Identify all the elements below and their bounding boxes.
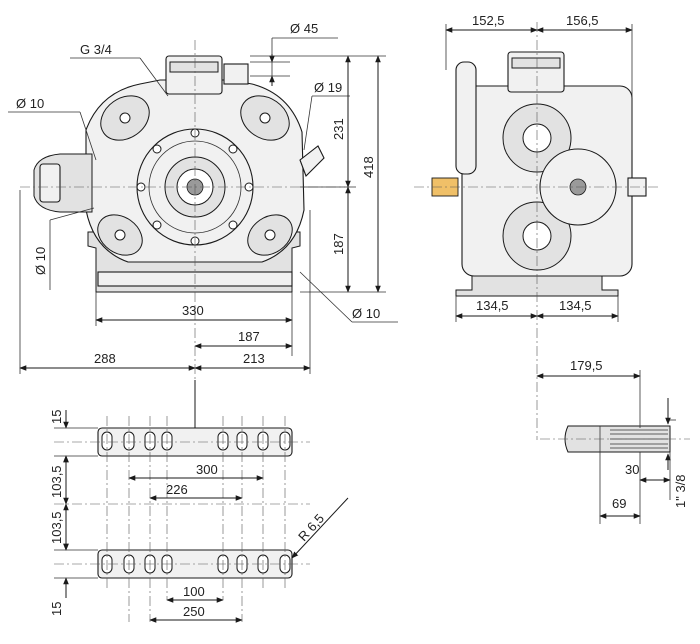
d19-leader [303, 95, 313, 151]
d10c-label: Ø 10 [352, 306, 380, 321]
front-dimensions: G 3/4 Ø 45 Ø 19 Ø 10 Ø 10 Ø 10 231 1 [8, 21, 398, 374]
shaft-69-label: 69 [612, 496, 626, 511]
side-pipe [455, 61, 477, 175]
plate-100-label: 100 [183, 584, 205, 599]
plate-slots-top [101, 431, 291, 451]
right-port [299, 145, 325, 177]
side-1525-label: 152,5 [472, 13, 505, 28]
side-base [455, 271, 619, 297]
plate-15top-label: 15 [49, 410, 64, 424]
height-187-label: 187 [331, 233, 346, 255]
plate-1035a-label: 103,5 [49, 465, 64, 498]
hub-bolts [114, 112, 276, 246]
g34-leader [139, 57, 169, 97]
d10c-leader [299, 271, 353, 323]
plate-dimensions: 15 103,5 103,5 15 300 226 100 250 R 6,5 [49, 410, 349, 623]
plate-r65-leader [291, 497, 349, 559]
shaft-thread-label: 1" 3/8 [673, 474, 688, 508]
shaft-1795-label: 179,5 [570, 358, 603, 373]
top-side-port [223, 63, 249, 85]
side-1345b-label: 134,5 [559, 298, 592, 313]
base-plate [54, 380, 310, 622]
d45-label: Ø 45 [290, 21, 318, 36]
width-213-label: 213 [243, 351, 265, 366]
height-418-label: 418 [361, 156, 376, 178]
top-outlet-ring [169, 61, 219, 73]
d10a-label: Ø 10 [16, 96, 44, 111]
plate-slot-centerlines [106, 416, 286, 622]
side-1565-label: 156,5 [566, 13, 599, 28]
plate-reference-lines [54, 427, 310, 579]
side-dimensions: 152,5 156,5 134,5 134,5 [445, 13, 633, 322]
height-231-label: 231 [331, 118, 346, 140]
d19-label: Ø 19 [314, 80, 342, 95]
side-view [414, 22, 660, 440]
d10b-label: Ø 10 [33, 247, 48, 275]
left-cap [39, 163, 61, 203]
plate-1035b-label: 103,5 [49, 511, 64, 544]
d10b-leader [49, 207, 95, 221]
plate-r65-label: R 6,5 [295, 511, 327, 544]
shaft-30-label: 30 [625, 462, 639, 477]
side-1345a-label: 134,5 [476, 298, 509, 313]
plate-250-label: 250 [183, 604, 205, 619]
front-view [20, 40, 345, 380]
plate-300-label: 300 [196, 462, 218, 477]
width-187-label: 187 [238, 329, 260, 344]
plate-226-label: 226 [166, 482, 188, 497]
side-top-ring [511, 57, 561, 69]
shaft-detail: 179,5 30 69 1" 3/8 [536, 358, 690, 524]
g34-label: G 3/4 [80, 42, 112, 57]
plate-15bot-label: 15 [49, 602, 64, 616]
width-330-label: 330 [182, 303, 204, 318]
d10a-leader [79, 111, 97, 161]
width-288-label: 288 [94, 351, 116, 366]
